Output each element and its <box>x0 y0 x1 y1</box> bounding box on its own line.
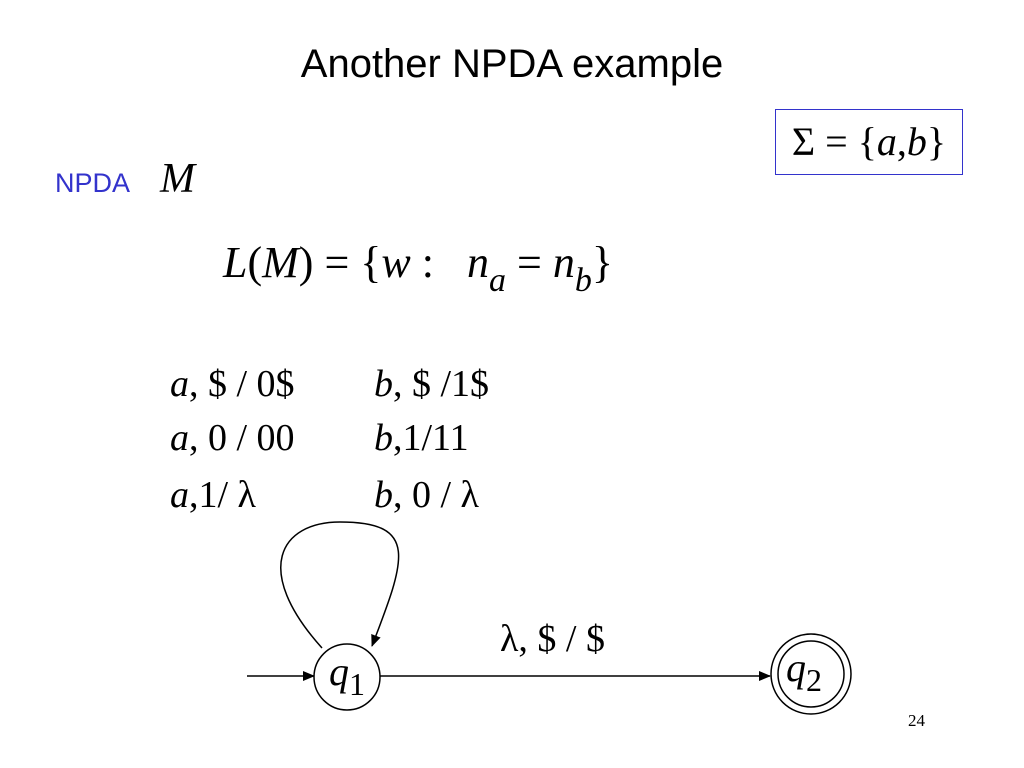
lang-close: } <box>591 238 613 287</box>
lang-colon: : <box>410 238 434 287</box>
alphabet-open-brace: { <box>857 119 877 164</box>
state-q2-outer[interactable] <box>770 633 852 715</box>
alphabet-close-brace: } <box>926 119 947 164</box>
transition-input-symbol: b <box>374 474 393 516</box>
state-q2-label: q2 <box>786 645 822 699</box>
transition-stack-op: , 0 / λ <box>393 474 479 516</box>
state-q2-index: 2 <box>806 662 822 698</box>
transition-label: b, 0 / λ <box>374 473 479 517</box>
slide-title: Another NPDA example <box>300 42 724 86</box>
lang-w: w <box>381 238 411 287</box>
lang-sub-a: a <box>488 262 506 299</box>
alphabet-comma: , <box>896 119 907 164</box>
npda-machine-name: M <box>160 156 195 202</box>
alphabet-symbol-a: a <box>876 119 897 164</box>
npda-label: NPDA <box>55 168 131 198</box>
lang-n-a: n <box>466 238 489 287</box>
alphabet-equals: = <box>815 119 858 164</box>
state-q1[interactable] <box>313 643 381 711</box>
sigma-symbol: Σ <box>791 119 816 164</box>
state-q1-label: q1 <box>329 649 365 703</box>
transition-label: a,1/ λ <box>170 473 256 517</box>
alphabet-definition-box: Σ = {a,b} <box>775 109 963 175</box>
alphabet-symbol-b: b <box>906 119 927 164</box>
transition-stack-op: , $ / 0$ <box>189 363 295 405</box>
lang-sub-b: b <box>574 262 592 299</box>
lang-equals: = <box>505 238 553 287</box>
transition-input-symbol: a <box>170 417 189 459</box>
lang-rparen-eq: ) = { <box>298 238 382 287</box>
state-q2-letter: q <box>786 645 806 690</box>
lang-L: L <box>223 238 248 287</box>
language-definition: L(M) = {w : na = nb} <box>223 236 613 299</box>
lang-M: M <box>262 238 299 287</box>
page-number: 24 <box>908 711 925 730</box>
transition-stack-op: , 0 / 00 <box>189 417 295 459</box>
state-q1-letter: q <box>329 649 349 694</box>
lang-n-b: n <box>552 238 575 287</box>
transition-input-symbol: a <box>170 474 189 516</box>
transition-label: a, $ / 0$ <box>170 362 295 406</box>
lang-lparen: ( <box>247 238 263 287</box>
transition-stack-op: ,1/11 <box>393 417 469 459</box>
transition-stack-op: ,1/ λ <box>189 474 256 516</box>
transition-label: b,1/11 <box>374 416 469 460</box>
state-q2-inner <box>777 640 845 708</box>
transition-label: a, 0 / 00 <box>170 416 295 460</box>
transition-input-symbol: b <box>374 417 393 459</box>
transition-label: b, $ /1$ <box>374 362 489 406</box>
transition-stack-op: , $ /1$ <box>393 363 490 405</box>
edge-label-q1-q2: λ, $ / $ <box>500 618 605 660</box>
transition-input-symbol: b <box>374 363 393 405</box>
state-q1-index: 1 <box>349 666 365 702</box>
self-loop-q1 <box>280 521 400 649</box>
transition-input-symbol: a <box>170 363 189 405</box>
